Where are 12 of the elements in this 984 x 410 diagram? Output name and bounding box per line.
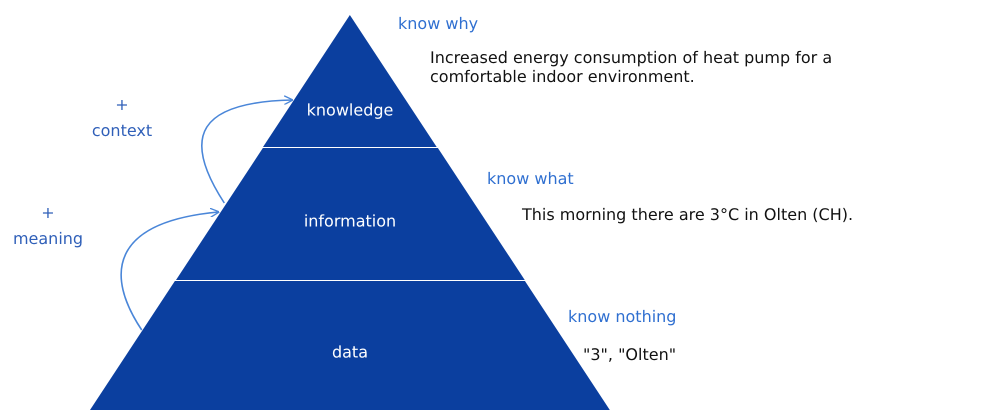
level-caption: know nothing bbox=[568, 307, 676, 326]
layer-label: knowledge bbox=[306, 100, 394, 120]
example-text: "3", "Olten" bbox=[583, 345, 678, 364]
curved-arrow bbox=[201, 95, 294, 204]
example-text: Increased energy consumption of heat pump for a comfortable indoor environment. bbox=[430, 48, 834, 86]
pyramid-layer bbox=[90, 281, 610, 410]
example-text: This morning there are 3°C in Olten (CH). bbox=[522, 205, 854, 224]
curved-arrow bbox=[120, 208, 220, 330]
layer-label: data bbox=[332, 342, 368, 362]
layer-label: information bbox=[304, 211, 396, 230]
level-caption: know why bbox=[398, 14, 478, 33]
level-caption: know what bbox=[487, 169, 574, 188]
